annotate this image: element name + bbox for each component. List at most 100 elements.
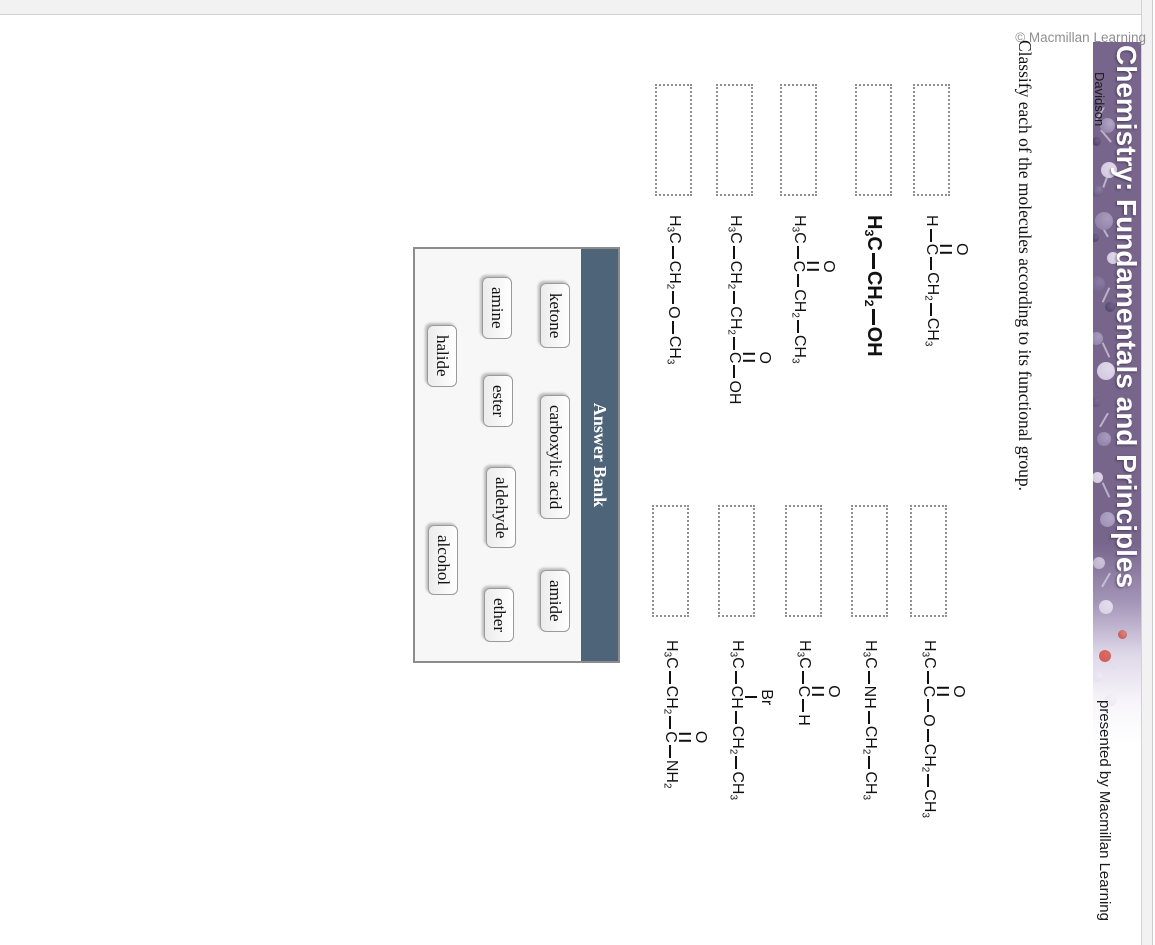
drop-target[interactable] — [780, 84, 817, 196]
single-bond — [735, 710, 738, 724]
single-bond — [735, 670, 738, 684]
atom-group: CH2 — [725, 260, 744, 290]
atom-group: CH2 — [725, 306, 744, 335]
answer-bank-chip[interactable]: ketone — [540, 283, 570, 349]
single-bond — [930, 302, 933, 316]
double-bond — [939, 244, 952, 254]
atom-group: H3C — [789, 215, 808, 244]
branch-atom: O — [824, 685, 842, 698]
drop-target[interactable] — [652, 505, 689, 617]
atom-group: H3C — [861, 215, 886, 251]
molecule-ball-art — [1093, 557, 1105, 569]
atom-group: CH3 — [919, 789, 938, 818]
atom-group: C — [726, 351, 744, 364]
single-bond — [744, 696, 757, 699]
branch-atom: O — [949, 685, 967, 698]
atom-group: CH2 — [727, 725, 746, 755]
single-bond — [927, 728, 930, 742]
branch-atom: O — [691, 730, 709, 744]
course-title: Chemistry: Fundamentals and Principles — [1111, 45, 1141, 589]
double-bond — [936, 686, 949, 696]
molecule-ball-art — [1093, 472, 1103, 483]
top-chrome-bar — [1141, 0, 1155, 945]
atom-group: NH2 — [661, 759, 680, 789]
single-bond — [733, 336, 736, 350]
single-bond — [802, 670, 805, 684]
atom-group: H3C — [860, 640, 879, 669]
answer-bank-chip[interactable]: carboxylic acid — [540, 395, 570, 520]
atom-group: CH3 — [789, 334, 808, 364]
double-bond-branch: O — [811, 685, 842, 698]
answer-bank-chip[interactable]: alcohol — [428, 525, 458, 596]
atom-group: OH — [726, 380, 744, 405]
atom-group: CH3 — [727, 771, 746, 800]
double-bond-branch: O — [742, 351, 773, 364]
atom-group: NH — [861, 685, 879, 709]
branch-atom: Br — [757, 689, 775, 706]
molecule-stick-art — [1099, 412, 1109, 428]
atom-group: H3C — [919, 640, 938, 669]
single-bond — [927, 670, 930, 684]
atom-group: CH2 — [860, 725, 879, 755]
single-bond — [733, 245, 736, 259]
branch-atom: O — [952, 243, 970, 256]
double-bond-branch: O — [939, 243, 970, 256]
drop-target[interactable] — [716, 84, 753, 196]
atom-group: CH3 — [922, 317, 941, 347]
answer-bank: Answer Bank ketone carboxylic acid amide… — [413, 247, 620, 663]
single-bond — [868, 756, 871, 770]
answer-bank-chip[interactable]: aldehyde — [486, 467, 516, 549]
answer-bank-chip[interactable]: ester — [483, 375, 513, 428]
single-bond — [733, 365, 736, 379]
atom-group: H3C — [661, 640, 680, 669]
drop-target[interactable] — [718, 505, 755, 617]
drop-target[interactable] — [851, 505, 888, 617]
drop-target[interactable] — [913, 84, 950, 196]
molecule-ball-art — [1093, 276, 1105, 292]
drop-target[interactable] — [910, 505, 947, 617]
answer-bank-chip[interactable]: amine — [482, 277, 512, 339]
atom-group: CH2 — [922, 272, 941, 301]
atom-group: H — [923, 215, 941, 227]
atom-group: C — [920, 685, 938, 698]
molecule-stick-art — [1101, 342, 1111, 358]
single-bond — [669, 670, 672, 684]
single-bond — [797, 319, 800, 333]
drop-target[interactable] — [785, 505, 822, 617]
molecule-ball-art — [1093, 137, 1101, 146]
single-bond — [797, 274, 800, 288]
answer-bank-chip[interactable]: ether — [484, 588, 514, 642]
answer-bank-chip[interactable]: halide — [427, 325, 457, 387]
atom-group: C — [790, 260, 808, 273]
answer-bank-chip[interactable]: amide — [540, 570, 570, 632]
atom-group: H — [795, 714, 813, 726]
single-bond — [669, 716, 672, 730]
macmillan-watermark: © Macmillan Learning — [1015, 30, 1146, 45]
drop-target[interactable] — [655, 84, 692, 196]
atom-group: CH2 — [919, 743, 938, 773]
atom-group: CH3 — [664, 335, 683, 365]
drop-target[interactable] — [855, 84, 892, 196]
side-chrome-bar — [0, 0, 1155, 15]
molecule-stick-art — [1101, 482, 1111, 498]
double-bond-branch: O — [678, 730, 709, 744]
single-bond — [735, 756, 738, 770]
double-bond-branch: O — [806, 260, 837, 273]
single-bond-branch: Br — [744, 689, 775, 706]
atom-group: H3C — [727, 640, 746, 669]
single-bond — [672, 320, 675, 334]
atom-group: C — [923, 243, 941, 256]
single-bond — [927, 699, 930, 713]
molecule-ball-art — [1118, 630, 1127, 639]
single-bond — [930, 228, 933, 242]
single-bond — [872, 308, 875, 325]
single-bond — [930, 257, 933, 271]
